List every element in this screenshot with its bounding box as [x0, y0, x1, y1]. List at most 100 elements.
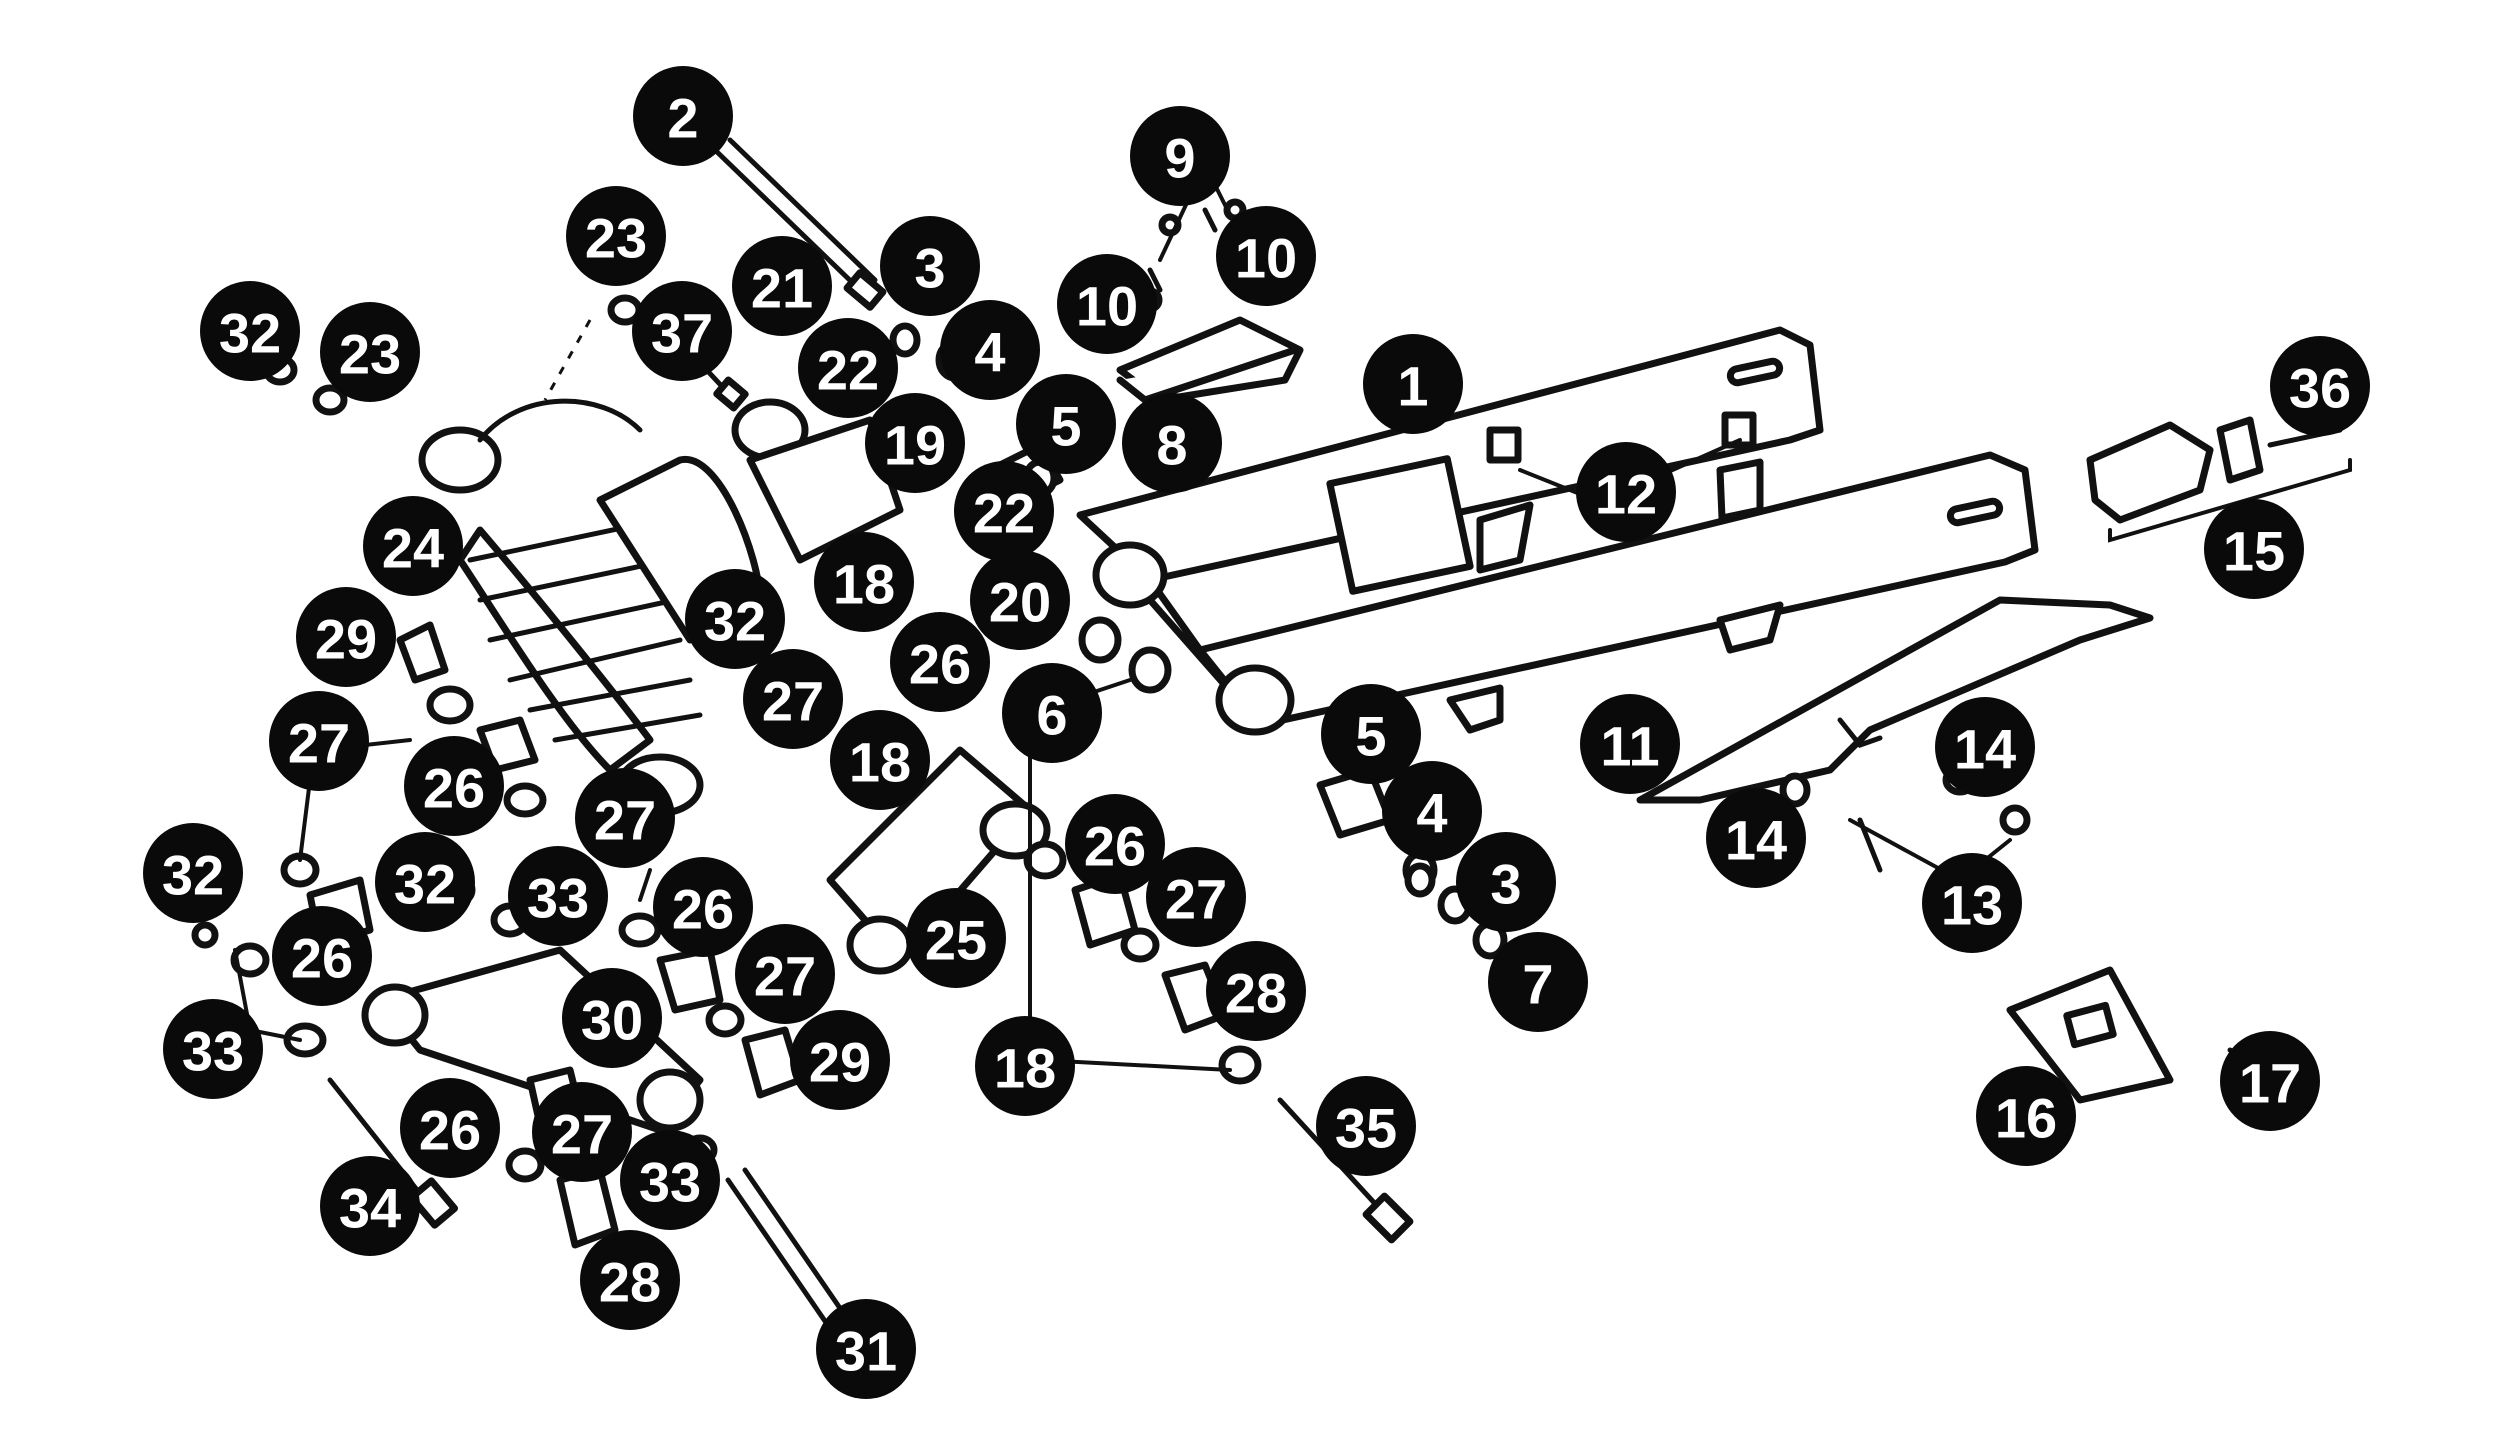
- callout-number: 32: [704, 590, 766, 653]
- callout-19: 19: [865, 393, 965, 493]
- callout-badge: [816, 1299, 916, 1399]
- callout-badge: [1146, 847, 1246, 947]
- callout-badge: [1316, 1076, 1416, 1176]
- callout-number: 26: [291, 927, 353, 990]
- callout-26d: 26: [653, 857, 753, 957]
- callout-21: 21: [732, 236, 832, 336]
- callout-24: 24: [363, 496, 463, 596]
- callout-badge: [1130, 106, 1230, 206]
- callout-36: 36: [2270, 336, 2370, 436]
- callout-23b: 23: [320, 302, 420, 402]
- callout-5b: 5: [1321, 684, 1421, 784]
- swingarm: [1076, 326, 2039, 736]
- callout-badge: [1456, 832, 1556, 932]
- callout-32a: 32: [200, 281, 300, 381]
- callout-26a: 26: [890, 612, 990, 712]
- callout-number: 9: [1164, 127, 1195, 190]
- callout-number: 23: [339, 323, 401, 386]
- callout-6: 6: [1002, 663, 1102, 763]
- callout-14a: 14: [1935, 697, 2035, 797]
- callout-badge: [1002, 663, 1102, 763]
- callout-badge: [975, 1016, 1075, 1116]
- callout-number: 22: [817, 339, 879, 402]
- callout-27b: 27: [269, 691, 369, 791]
- callout-29a: 29: [296, 587, 396, 687]
- callout-badge: [970, 550, 1070, 650]
- callout-badge: [940, 300, 1040, 400]
- callout-4a: 4: [940, 300, 1040, 400]
- callout-number: 26: [909, 633, 971, 696]
- callout-number: 27: [594, 789, 656, 852]
- callout-32b: 32: [685, 569, 785, 669]
- callout-badge: [1580, 694, 1680, 794]
- callout-number: 27: [551, 1103, 613, 1166]
- callout-number: 27: [762, 670, 824, 733]
- callout-number: 3: [914, 237, 945, 300]
- callout-number: 23: [585, 207, 647, 270]
- callout-badge: [575, 768, 675, 868]
- callout-badge: [1065, 794, 1165, 894]
- callout-badge: [732, 236, 832, 336]
- callout-33c: 33: [620, 1130, 720, 1230]
- callout-number: 4: [974, 321, 1005, 384]
- callout-10a: 10: [1057, 254, 1157, 354]
- callout-13: 13: [1922, 853, 2022, 953]
- callout-32c: 32: [143, 823, 243, 923]
- callout-2: 2: [633, 66, 733, 166]
- callout-badge: [1488, 932, 1588, 1032]
- callout-28b: 28: [580, 1230, 680, 1330]
- callout-badge: [269, 691, 369, 791]
- callout-number: 32: [162, 844, 224, 907]
- callout-number: 33: [182, 1020, 244, 1083]
- callout-badge: [1976, 1066, 2076, 1166]
- callout-badge: [954, 461, 1054, 561]
- callout-3b: 3: [1456, 832, 1556, 932]
- callout-number: 29: [315, 608, 377, 671]
- callout-badge: [163, 999, 263, 1099]
- callout-badge: [620, 1130, 720, 1230]
- callout-32d: 32: [375, 832, 475, 932]
- callout-badge: [653, 857, 753, 957]
- callout-badge: [404, 736, 504, 836]
- callout-number: 27: [1165, 868, 1227, 931]
- callout-badge: [1122, 393, 1222, 493]
- callout-9: 9: [1130, 106, 1230, 206]
- callout-8: 8: [1122, 393, 1222, 493]
- callout-number: 26: [672, 878, 734, 941]
- callout-number: 18: [833, 553, 895, 616]
- callout-number: 32: [219, 302, 281, 365]
- callout-number: 11: [1600, 715, 1659, 778]
- callout-badge: [632, 281, 732, 381]
- callout-15: 15: [2204, 499, 2304, 599]
- callout-number: 30: [581, 989, 643, 1052]
- callout-16: 16: [1976, 1066, 2076, 1166]
- callout-badge: [685, 569, 785, 669]
- callout-26c: 26: [1065, 794, 1165, 894]
- callout-number: 14: [1725, 809, 1787, 872]
- callout-20: 20: [970, 550, 1070, 650]
- callout-badge: [735, 924, 835, 1024]
- callout-number: 37: [651, 302, 713, 365]
- callout-number: 10: [1235, 227, 1297, 290]
- callout-number: 5: [1050, 395, 1081, 458]
- reservoir-clamp: [731, 398, 904, 564]
- callout-33a: 33: [508, 846, 608, 946]
- callout-37: 37: [632, 281, 732, 381]
- callout-22b: 22: [954, 461, 1054, 561]
- callout-7: 7: [1488, 932, 1588, 1032]
- callout-34: 34: [320, 1156, 420, 1256]
- callout-badge: [1216, 206, 1316, 306]
- callout-number: 33: [639, 1151, 701, 1214]
- callout-badge: [798, 318, 898, 418]
- cover-plate: [2006, 966, 2263, 1104]
- callout-number: 33: [527, 867, 589, 930]
- callout-number: 35: [1335, 1097, 1397, 1160]
- callout-badge: [1706, 788, 1806, 888]
- callout-badge: [1922, 853, 2022, 953]
- callout-26e: 26: [272, 906, 372, 1006]
- callout-badge: [790, 1010, 890, 1110]
- callout-badge: [1206, 941, 1306, 1041]
- callout-badge: [532, 1082, 632, 1182]
- callout-badge: [363, 496, 463, 596]
